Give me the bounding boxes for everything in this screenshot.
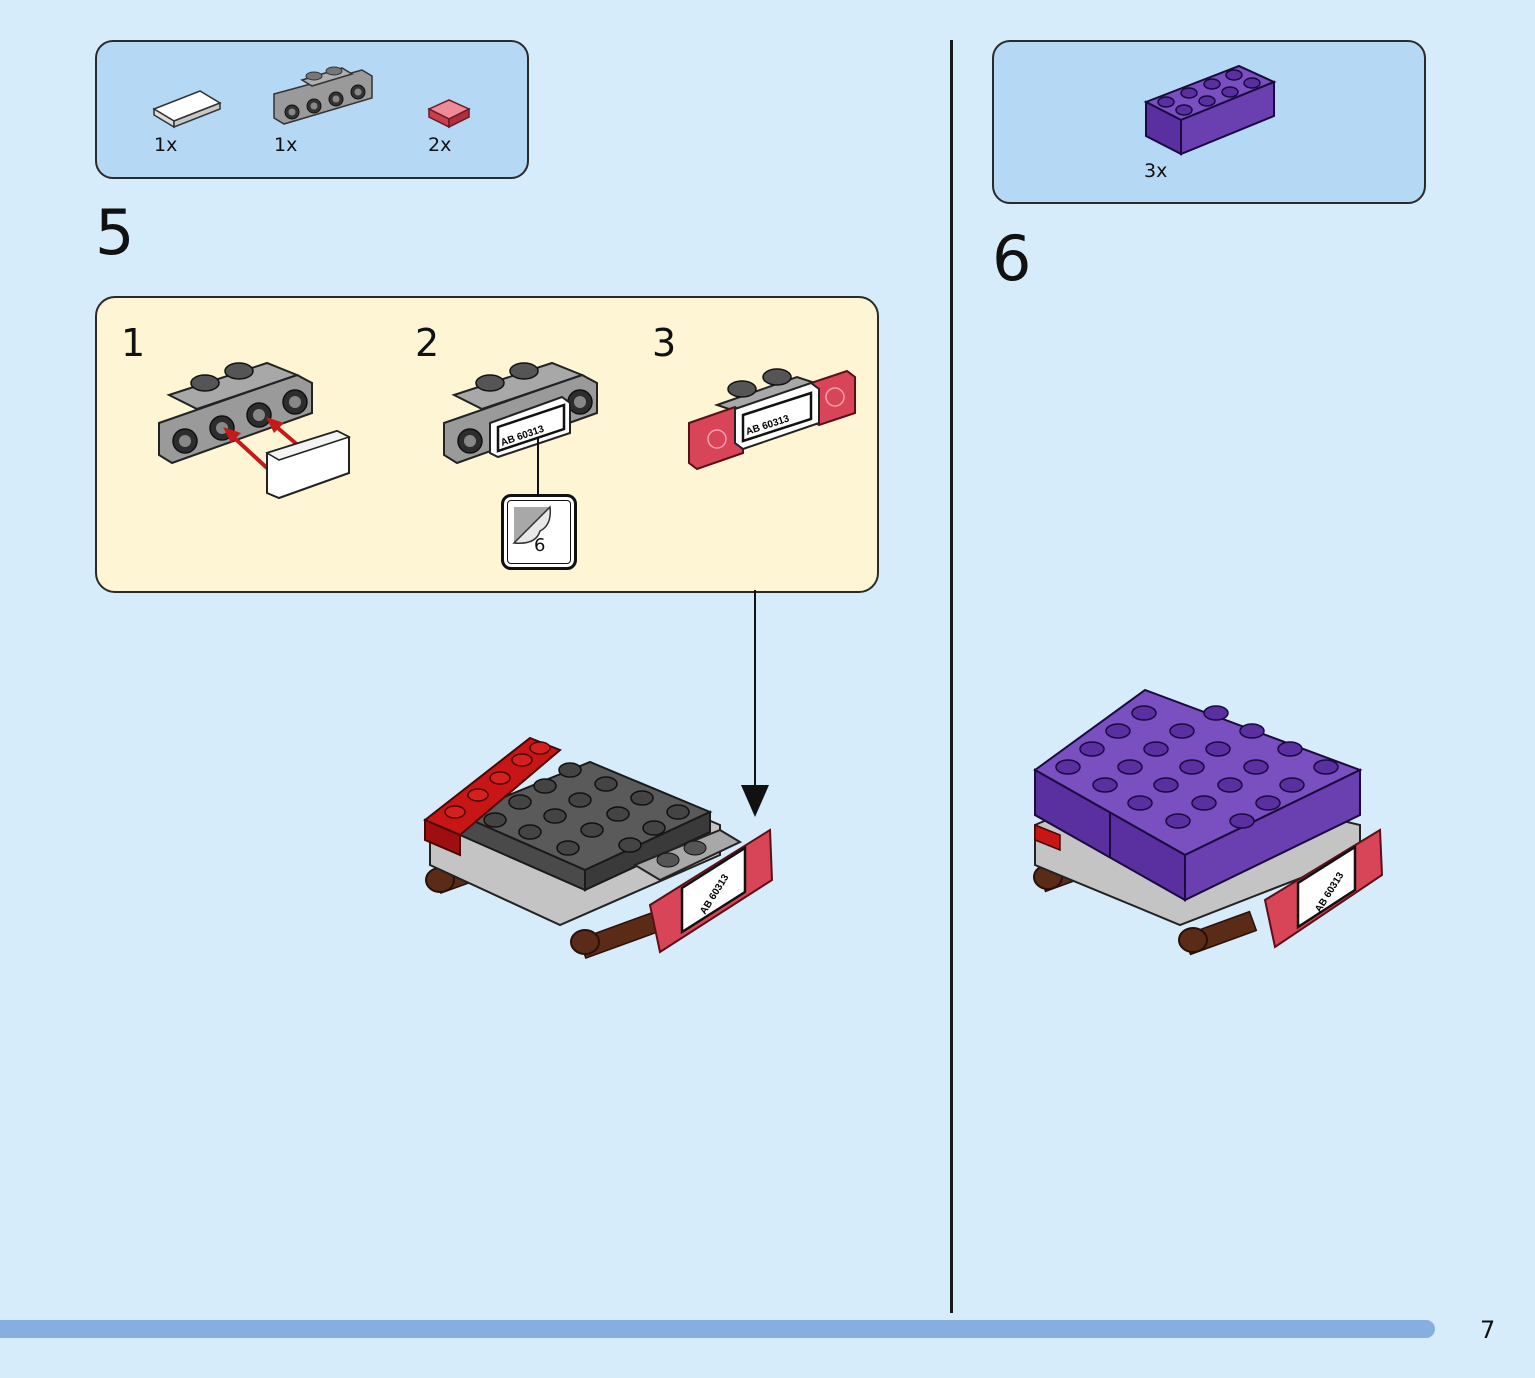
- bracket-with-lights-illustration: AB 60313: [688, 368, 856, 471]
- page-number: 7: [1480, 1316, 1496, 1344]
- step5-parts-box: 1x 1x 2x: [95, 40, 529, 179]
- page-divider: [950, 40, 953, 1313]
- sticker-number: 6: [534, 535, 546, 556]
- part-qty-1: 1x: [154, 134, 178, 156]
- white-tile-1x2-icon: [152, 90, 222, 129]
- substep-number-1: 1: [121, 321, 146, 365]
- step6-parts-box: 3x: [992, 40, 1426, 204]
- sticker-leader-line: [537, 438, 539, 496]
- sticker-icon: [512, 505, 552, 544]
- callout-arrow-line: [754, 590, 756, 790]
- part-qty-3: 2x: [428, 134, 452, 156]
- sticker-callout: 6: [501, 494, 577, 570]
- substep-number-2: 2: [415, 321, 440, 365]
- part-qty-2: 1x: [274, 134, 298, 156]
- step-number-6: 6: [992, 222, 1032, 295]
- trans-red-tile-icon: [427, 99, 471, 129]
- step5-chassis-assembly: AB 60313: [423, 736, 774, 960]
- step6-vehicle-assembly: AB 60313: [1033, 688, 1384, 956]
- substep-box: 1 2 3 AB 60313 6: [95, 296, 879, 593]
- part-qty-purple: 3x: [1144, 160, 1168, 182]
- page-progress-bar: [0, 1320, 1435, 1338]
- step-number-5: 5: [95, 196, 135, 269]
- bracket-with-plate-sticker-illustration: AB 60313: [443, 361, 598, 465]
- substep-number-3: 3: [652, 321, 677, 365]
- gray-bracket-plate-icon: [273, 66, 373, 125]
- purple-brick-2x4-icon: [1143, 64, 1277, 156]
- callout-arrow-head: [741, 785, 769, 817]
- bracket-with-tile-illustration: [158, 361, 351, 500]
